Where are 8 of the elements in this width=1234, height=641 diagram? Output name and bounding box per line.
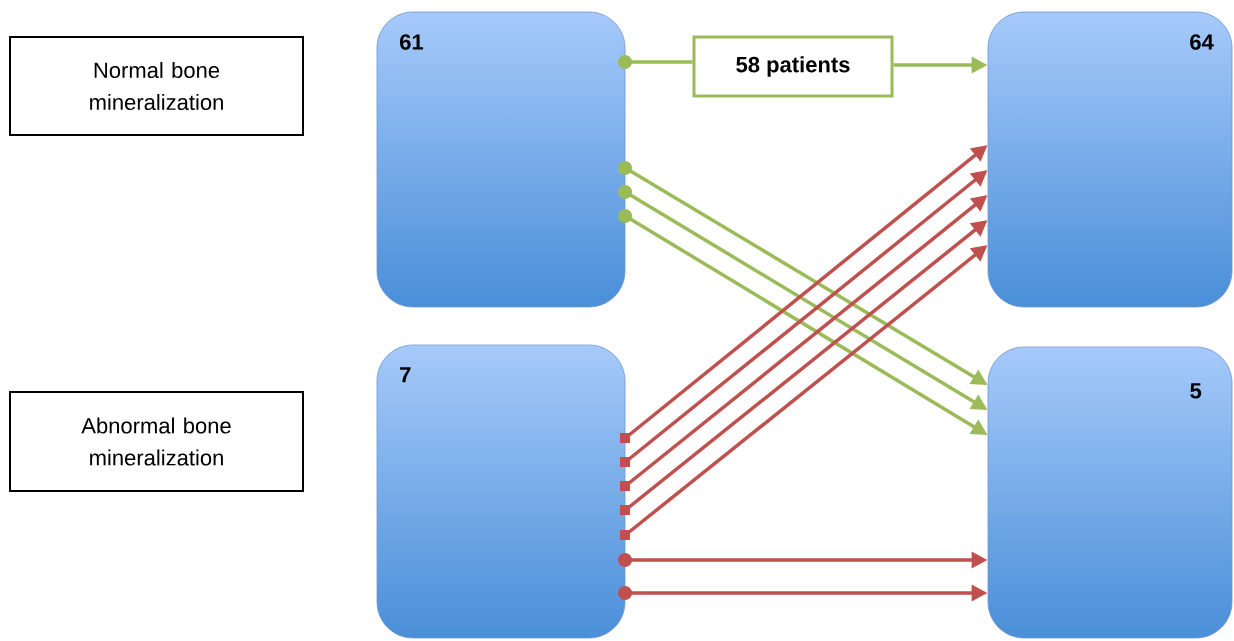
group-box: 61 bbox=[376, 11, 626, 308]
group-box: 7 bbox=[376, 344, 626, 639]
group-box: 64 bbox=[987, 11, 1233, 308]
group-box: 5 bbox=[987, 346, 1233, 639]
label-box: Abnormal bone mineralization bbox=[9, 391, 304, 492]
count-box: 58 patients bbox=[692, 35, 894, 98]
arrow bbox=[618, 55, 693, 69]
label-box: Normal bone mineralization bbox=[9, 36, 304, 136]
